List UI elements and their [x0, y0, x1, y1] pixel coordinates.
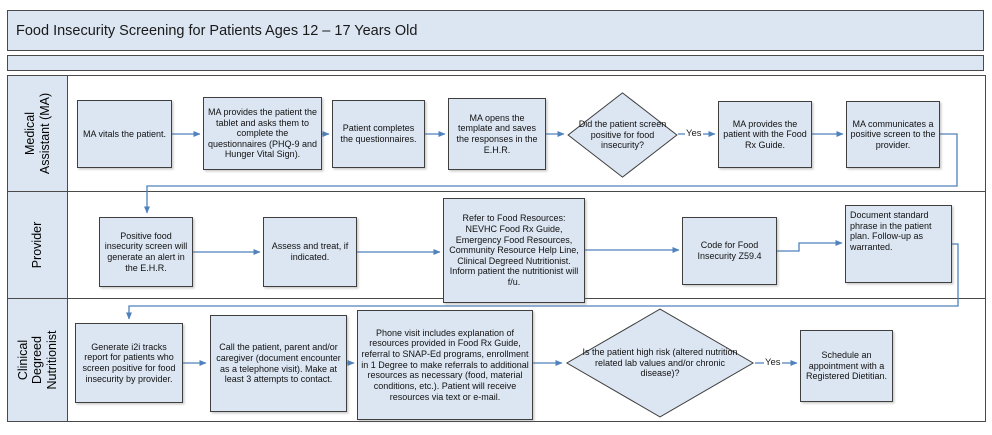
- lane-header-medical-assistant: Medical Assistant (MA): [8, 76, 68, 191]
- node-ma-provides-food-rx-guide: MA provides the patient with the Food Rx…: [718, 101, 812, 168]
- diagram-title-bar: Food Insecurity Screening for Patients A…: [7, 10, 984, 51]
- node-text: Document standard phrase in the patient …: [850, 210, 932, 252]
- node-ma-communicates-positive-screen: MA communicates a positive screen to the…: [846, 101, 940, 168]
- node-text: Schedule an appointment with a Registere…: [805, 350, 888, 382]
- node-text: Refer to Food Resources: NEVHC Food Rx G…: [449, 213, 579, 288]
- lane-label-medical-assistant: Medical Assistant (MA): [23, 92, 52, 175]
- node-generate-i2i-tracks-report: Generate i2i tracks report for patients …: [75, 323, 183, 403]
- spacer-band: [7, 55, 984, 71]
- node-text: Code for Food Insecurity Z59.4: [697, 240, 762, 261]
- node-text: Patient completes the questionnaires.: [340, 123, 417, 144]
- diamond-shape: [565, 308, 755, 418]
- node-phone-visit-resources: Phone visit includes explanation of reso…: [357, 310, 533, 420]
- node-schedule-registered-dietitian: Schedule an appointment with a Registere…: [800, 330, 893, 402]
- node-text: Did the patient screen positive for food…: [578, 119, 667, 151]
- lane-label-provider: Provider: [30, 221, 45, 269]
- node-call-patient-parent-caregiver: Call the patient, parent and/or caregive…: [210, 315, 347, 412]
- node-text: Call the patient, parent and/or caregive…: [216, 342, 341, 385]
- node-text: Assess and treat, if indicated.: [271, 241, 349, 262]
- node-ma-provides-tablet-questionnaires: MA provides the patient the tablet and a…: [203, 97, 322, 170]
- lane-header-clinical-degreed-nutritionist: Clinical Degreed Nutritionist: [8, 299, 68, 421]
- node-text: MA communicates a positive screen to the…: [850, 118, 936, 150]
- node-text: MA provides the patient the tablet and a…: [207, 106, 318, 160]
- node-positive-screen-alert-ehr: Positive food insecurity screen will gen…: [99, 217, 193, 287]
- lane-header-provider: Provider: [8, 192, 68, 298]
- node-assess-and-treat: Assess and treat, if indicated.: [263, 217, 357, 287]
- node-text: MA provides the patient with the Food Rx…: [723, 118, 807, 150]
- node-refer-to-food-resources: Refer to Food Resources: NEVHC Food Rx G…: [443, 198, 585, 303]
- node-patient-completes-questionnaires: Patient completes the questionnaires.: [332, 100, 425, 168]
- node-text: Generate i2i tracks report for patients …: [82, 341, 176, 384]
- decision-screen-positive-food-insecurity: Did the patient screen positive for food…: [567, 92, 678, 178]
- diagram-title: Food Insecurity Screening for Patients A…: [16, 22, 418, 39]
- node-ma-saves-responses-ehr: MA opens the template and saves the resp…: [448, 98, 546, 170]
- node-text: MA opens the template and saves the resp…: [456, 112, 538, 155]
- edge-label-yes-high-risk: Yes: [764, 357, 782, 368]
- node-text: Is the patient high risk (altered nutrit…: [582, 347, 738, 379]
- node-ma-vitals-patient: MA vitals the patient.: [77, 100, 172, 168]
- node-text: Phone visit includes explanation of reso…: [361, 327, 529, 402]
- lane-label-clinical-degreed-nutritionist: Clinical Degreed Nutritionist: [15, 330, 59, 390]
- edge-label-yes-screen-positive: Yes: [685, 128, 703, 139]
- node-text: Positive food insecurity screen will gen…: [104, 230, 188, 273]
- node-text: MA vitals the patient.: [82, 128, 167, 139]
- decision-patient-high-risk: Is the patient high risk (altered nutrit…: [565, 308, 755, 418]
- node-document-standard-phrase: Document standard phrase in the patient …: [845, 205, 952, 283]
- diamond-shape: [567, 92, 678, 178]
- lane-clinical-degreed-nutritionist: Clinical Degreed Nutritionist: [7, 298, 986, 422]
- node-code-food-insecurity-z59-4: Code for Food Insecurity Z59.4: [682, 217, 777, 285]
